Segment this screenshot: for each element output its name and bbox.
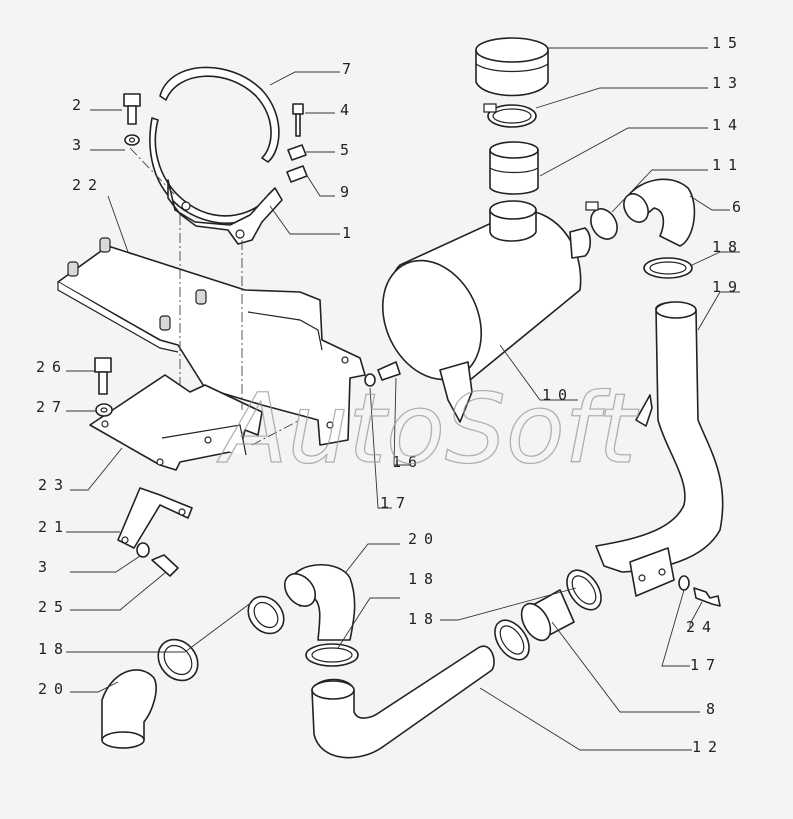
hose-part-14 xyxy=(489,141,539,195)
callout-18b: 18 xyxy=(408,570,440,588)
callout-22: 22 xyxy=(72,176,104,194)
frame-bracket-part-22 xyxy=(57,237,366,446)
callout-1: 1 xyxy=(342,224,358,242)
clamp-part-18b xyxy=(566,569,602,611)
washer-part-3b xyxy=(136,542,150,558)
callout-18d: 18 xyxy=(408,610,440,628)
clamp-part-18d xyxy=(157,595,359,682)
callout-27: 27 xyxy=(36,398,68,416)
alignment-line xyxy=(129,147,176,196)
callout-13: 13 xyxy=(712,74,744,92)
callout-18a: 18 xyxy=(712,238,744,256)
elbow-part-6 xyxy=(623,178,696,247)
callout-3a: 3 xyxy=(72,136,88,154)
callout-11: 11 xyxy=(712,156,744,174)
air-filter-housing-part-10 xyxy=(381,200,592,423)
tube-part-12 xyxy=(311,645,495,759)
callout-18c: 18 xyxy=(38,640,70,658)
sleeve-part-9 xyxy=(286,165,308,183)
washer-part-3 xyxy=(124,134,140,146)
callout-15: 15 xyxy=(712,34,744,52)
sleeve-part-5 xyxy=(287,144,307,161)
callout-3b: 3 xyxy=(38,558,54,576)
clamp-part-11 xyxy=(585,201,618,240)
callout-14: 14 xyxy=(712,116,744,134)
clamp-part-18a xyxy=(643,257,693,279)
bolt-part-25 xyxy=(151,554,179,577)
callout-20a: 20 xyxy=(408,530,440,548)
callout-17a: 17 xyxy=(380,494,412,512)
callout-2: 2 xyxy=(72,96,88,114)
callout-16: 16 xyxy=(392,453,424,471)
callout-9: 9 xyxy=(340,183,356,201)
bracket-part-21 xyxy=(117,487,193,549)
callout-17b: 17 xyxy=(690,656,722,674)
bolt-part-2 xyxy=(123,93,141,125)
clamp-part-18c xyxy=(494,619,530,661)
callout-8: 8 xyxy=(706,700,722,718)
leader-lines xyxy=(66,47,740,751)
callout-10: 10 xyxy=(542,386,574,404)
elbow-part-20a xyxy=(283,563,356,641)
alignment-line xyxy=(251,419,301,446)
bolt-part-26 xyxy=(94,357,112,395)
callout-23: 23 xyxy=(38,476,70,494)
washer-part-17b xyxy=(678,575,690,591)
bolt-part-4 xyxy=(292,103,304,137)
callout-6: 6 xyxy=(732,198,748,216)
clamp-part-13 xyxy=(483,103,537,128)
base-plate-part-23 xyxy=(89,374,263,471)
watermark: AutoSoft xyxy=(216,373,639,485)
callout-7: 7 xyxy=(342,60,358,78)
callout-4: 4 xyxy=(340,101,356,119)
callout-24: 24 xyxy=(686,618,718,636)
cap-part-15 xyxy=(475,37,549,97)
callout-20b: 20 xyxy=(38,680,70,698)
bolt-part-16 xyxy=(377,361,401,381)
callout-12: 12 xyxy=(692,738,724,756)
bolt-part-24 xyxy=(693,587,721,607)
tube-part-19 xyxy=(595,301,724,597)
callout-21: 21 xyxy=(38,518,70,536)
callout-25: 25 xyxy=(38,598,70,616)
elbow-part-20b xyxy=(101,669,157,749)
callout-5: 5 xyxy=(340,141,356,159)
callout-26: 26 xyxy=(36,358,68,376)
bracket-part-1 xyxy=(167,179,283,245)
hose-part-8 xyxy=(520,589,575,642)
callout-19: 19 xyxy=(712,278,744,296)
washer-part-27 xyxy=(95,403,113,417)
washer-part-17a xyxy=(364,373,376,387)
